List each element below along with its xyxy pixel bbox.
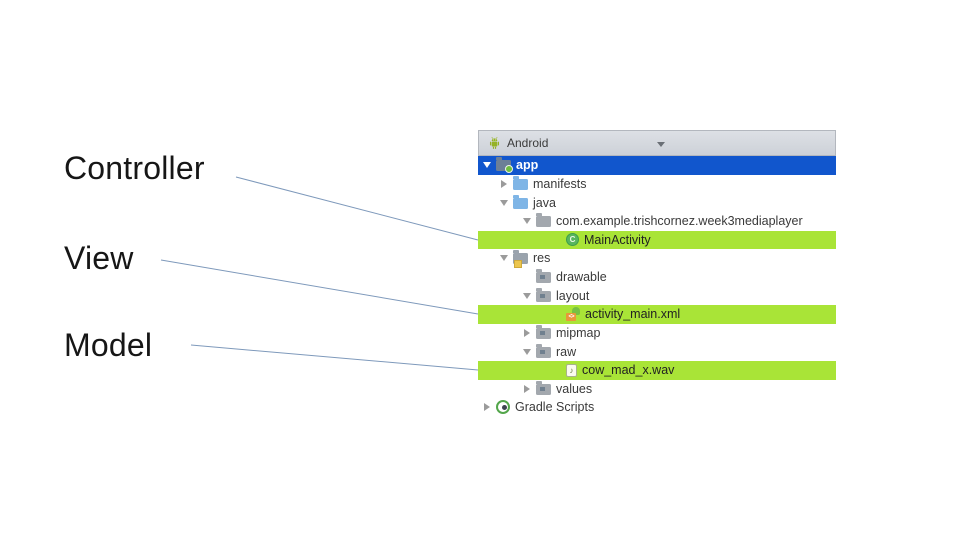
tree-item-label: MainActivity [584, 232, 651, 247]
chevron-expanded-icon[interactable] [482, 162, 492, 169]
tree-item-label: manifests [533, 176, 587, 191]
chevron-collapsed-icon[interactable] [522, 328, 532, 337]
folder-icon [513, 194, 528, 209]
chevron-down-icon [657, 142, 665, 147]
tree-item-label: com.example.trishcornez.week3mediaplayer [556, 214, 803, 229]
tree-row-mainactivity[interactable]: C MainActivity [478, 230, 836, 250]
tree-row-activity-main-xml[interactable]: <> activity_main.xml [478, 305, 836, 324]
connector-line-view [160, 259, 479, 315]
tree-item-label: raw [556, 344, 577, 359]
model-label: Model [64, 327, 153, 363]
package-folder-icon [536, 213, 551, 228]
resource-folder-icon [536, 287, 551, 302]
tree-row-values[interactable]: values [478, 380, 836, 399]
resource-folder-icon [536, 343, 551, 358]
tree-row-layout[interactable]: layout [478, 286, 836, 305]
tree-row-java[interactable]: java [478, 193, 836, 212]
tree-item-label: java [533, 195, 556, 210]
tree-row-mipmap[interactable]: mipmap [478, 324, 836, 343]
tree-item-label: res [533, 251, 551, 266]
tree-item-label: activity_main.xml [585, 307, 681, 322]
tree-row-drawable[interactable]: drawable [478, 268, 836, 287]
tree-row-gradle-scripts[interactable]: Gradle Scripts [478, 398, 836, 417]
view-selector-label: Android [507, 136, 549, 150]
class-icon: C [566, 233, 579, 247]
chevron-expanded-icon[interactable] [522, 218, 532, 225]
project-view-selector[interactable]: Android [478, 130, 836, 156]
tree-row-cow-mad-x-wav[interactable]: ♪ cow_mad_x.wav [478, 360, 836, 380]
tree-item-label: Gradle Scripts [515, 400, 595, 415]
tree-row-app[interactable]: app [478, 156, 836, 175]
resource-folder-icon [536, 380, 551, 395]
folder-icon [513, 175, 528, 190]
connector-line-controller [235, 176, 479, 241]
resource-folder-icon [536, 269, 551, 284]
gradle-icon [496, 400, 510, 415]
tree-item-label: mipmap [556, 325, 601, 340]
android-robot-icon [489, 137, 500, 149]
tree-item-label: drawable [556, 270, 607, 285]
tree-row-package[interactable]: com.example.trishcornez.week3mediaplayer [478, 212, 836, 231]
tree-item-label: layout [556, 288, 590, 303]
resource-folder-icon [536, 324, 551, 339]
app-folder-icon [496, 157, 513, 174]
chevron-expanded-icon[interactable] [499, 199, 509, 206]
connector-line-model [190, 344, 479, 371]
chevron-expanded-icon[interactable] [499, 255, 509, 262]
tree-item-label: cow_mad_x.wav [582, 363, 675, 378]
chevron-collapsed-icon[interactable] [522, 384, 532, 393]
controller-label: Controller [64, 150, 205, 186]
tree-item-label: values [556, 381, 593, 396]
chevron-expanded-icon[interactable] [522, 292, 532, 299]
tree-item-label: app [516, 158, 539, 173]
audio-file-icon: ♪ [566, 363, 577, 377]
res-folder-icon [513, 250, 528, 269]
tree-row-res[interactable]: res [478, 249, 836, 269]
chevron-expanded-icon[interactable] [522, 348, 532, 355]
project-panel: Android app manifests java com.example.t… [478, 130, 836, 417]
view-label: View [64, 240, 134, 276]
xml-layout-icon: <> [566, 307, 580, 322]
chevron-collapsed-icon[interactable] [482, 403, 492, 412]
tree-row-raw[interactable]: raw [478, 342, 836, 361]
project-tree: app manifests java com.example.trishcorn… [478, 156, 836, 417]
tree-row-manifests[interactable]: manifests [478, 175, 836, 194]
chevron-collapsed-icon[interactable] [499, 179, 509, 188]
